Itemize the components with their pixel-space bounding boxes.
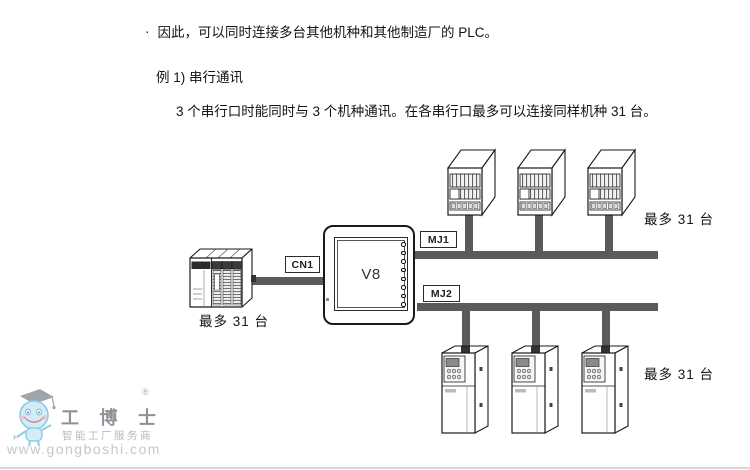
drop-mj2-3	[602, 308, 610, 352]
v8-hmi-device: V8	[323, 225, 415, 325]
watermark-brand: 工 博 士	[61, 408, 164, 428]
bus-mj2	[417, 303, 658, 311]
port-label-mj1: MJ1	[420, 231, 457, 248]
cable-cn1	[249, 277, 325, 285]
plc-rack-device	[446, 148, 497, 217]
example-title: 例 1) 串行通讯	[156, 70, 244, 85]
plc-rack-device	[586, 148, 637, 217]
plc-rack-device	[516, 148, 567, 217]
drop-mj1-1	[465, 213, 473, 253]
v8-screen: V8	[334, 237, 408, 311]
port-label-mj2: MJ2	[423, 285, 460, 302]
mj2-device-row	[441, 345, 629, 434]
drop-mj2-1	[462, 308, 470, 352]
v8-screen-bezel	[337, 240, 405, 308]
inverter-device	[441, 345, 489, 434]
bullet-icon: ·	[145, 24, 150, 39]
mj1-device-row	[446, 148, 637, 217]
drop-mj2-2	[532, 308, 540, 352]
intro-line-text: 因此，可以同时连接多台其他机种和其他制造厂的 PLC。	[157, 25, 499, 40]
v8-function-switches	[401, 242, 407, 307]
bus-mj1	[415, 251, 658, 259]
watermark-tagline: 智能工厂服务商	[62, 430, 153, 442]
cables	[249, 213, 658, 352]
plc-device-left	[189, 248, 256, 308]
count-label-mj1: 最多 31 台	[644, 212, 715, 227]
inverter-device	[581, 345, 629, 434]
v8-device-label: V8	[361, 265, 381, 283]
port-label-cn1: CN1	[285, 256, 320, 273]
v8-power-led	[326, 298, 329, 301]
count-label-mj2: 最多 31 台	[644, 367, 715, 382]
watermark-url: www.gongboshi.com	[7, 441, 161, 457]
drop-mj1-2	[535, 213, 543, 253]
drop-mj1-3	[605, 213, 613, 253]
gongboshi-mascot-icon	[13, 389, 56, 447]
example-description: 3 个串行口时能同时与 3 个机种通讯。在各串行口最多可以连接同样机种 31 台…	[176, 104, 657, 119]
intro-line: · 因此，可以同时连接多台其他机种和其他制造厂的 PLC。	[145, 21, 498, 41]
count-label-left: 最多 31 台	[199, 314, 270, 329]
page-bottom-divider	[0, 467, 750, 469]
registered-mark-icon: ®	[142, 387, 149, 397]
inverter-device	[511, 345, 559, 434]
